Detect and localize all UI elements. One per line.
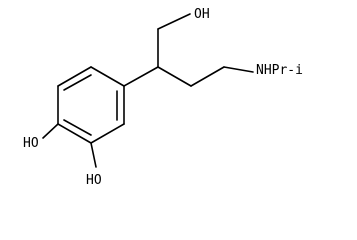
ho-label-left: HO [23, 136, 39, 151]
side-chain [123, 13, 254, 87]
ring-bond-bottom-to-lower-left [57, 123, 92, 144]
chemical-structure-diagram: OH NHPr-i HO HO [23, 7, 303, 188]
bond-ch2-right-to-ch2 [190, 66, 225, 87]
nhpri-label: NHPr-i [256, 63, 303, 78]
bond-ring-to-ho-bottom [90, 142, 97, 168]
benzene-ring [57, 66, 125, 144]
oh-label-top: OH [194, 7, 210, 22]
ring-double-bond-inner-upper-left [63, 74, 92, 91]
bond-ch-to-ch2-right [157, 66, 192, 87]
ho-label-bottom: HO [86, 173, 102, 188]
hydroxyl-bonds [42, 123, 97, 168]
ring-double-bond-inner-bottom [63, 119, 92, 136]
ring-bond-lower-right-to-bottom [90, 123, 125, 144]
bond-ch2-to-nh [223, 66, 254, 73]
ring-bond-upper-left-to-top [57, 66, 92, 87]
bond-ch2-to-oh [157, 13, 191, 30]
ring-bond-top-to-upper-right [90, 66, 125, 87]
bond-ring-to-ch [123, 66, 159, 87]
bond-ring-to-ho-left [42, 123, 59, 139]
